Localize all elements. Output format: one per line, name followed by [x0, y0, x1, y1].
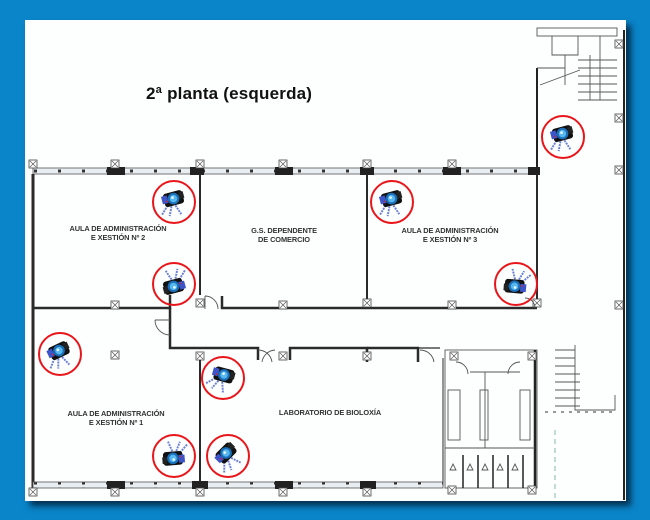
room-label-line: E XESTIÓN Nº 2 — [90, 233, 146, 242]
room-label-aula-1: AULA DE ADMINISTRACIÓN E XESTIÓN Nº 1 — [67, 409, 164, 427]
room-label-line: G.S. DEPENDENTE — [251, 226, 317, 235]
camera-marker — [38, 332, 82, 376]
security-camera-icon — [162, 441, 189, 466]
room-label-line: E XESTIÓN Nº 1 — [88, 418, 144, 427]
floor-plan-sheet — [25, 20, 626, 501]
room-label-line: AULA DE ADMINISTRACIÓN — [67, 409, 165, 418]
room-label-line: AULA DE ADMINISTRACIÓN — [401, 226, 499, 235]
room-label-line: E XESTIÓN Nº 3 — [422, 235, 478, 244]
camera-marker — [152, 262, 196, 306]
room-label-line: LABORATORIO DE BIOLOXÍA — [278, 408, 382, 417]
camera-marker — [541, 115, 585, 159]
camera-marker — [201, 356, 245, 400]
security-camera-icon — [378, 190, 403, 217]
stair-wing — [536, 27, 625, 500]
floor-title: 2ª planta (esquerda) — [146, 84, 313, 103]
camera-marker — [206, 434, 250, 478]
security-camera-icon — [549, 125, 574, 152]
room-label-laboratorio: LABORATORIO DE BIOLOXÍA — [279, 408, 381, 417]
security-camera-icon — [205, 366, 236, 393]
room-label-aula-3: AULA DE ADMINISTRACIÓN E XESTIÓN Nº 3 — [401, 226, 498, 244]
south-facade — [28, 481, 444, 497]
restrooms — [444, 349, 538, 489]
security-camera-icon — [162, 268, 187, 295]
lower-rooms-walls — [31, 310, 444, 488]
camera-marker — [152, 180, 196, 224]
security-camera-icon — [214, 441, 242, 474]
room-label-aula-2: AULA DE ADMINISTRACIÓN E XESTIÓN Nº 2 — [69, 224, 166, 242]
room-label-line: AULA DE ADMINISTRACIÓN — [69, 224, 167, 233]
room-label-line: DE COMERCIO — [258, 235, 310, 244]
camera-marker — [494, 262, 538, 306]
security-camera-icon — [160, 190, 185, 217]
camera-marker — [370, 180, 414, 224]
room-label-gs-comercio: G.S. DEPENDENTE DE COMERCIO — [251, 226, 317, 244]
corridor-walls — [168, 308, 440, 362]
camera-marker — [152, 434, 196, 478]
security-camera-icon — [46, 341, 71, 370]
security-camera-icon — [503, 268, 532, 294]
north-facade — [28, 159, 540, 175]
